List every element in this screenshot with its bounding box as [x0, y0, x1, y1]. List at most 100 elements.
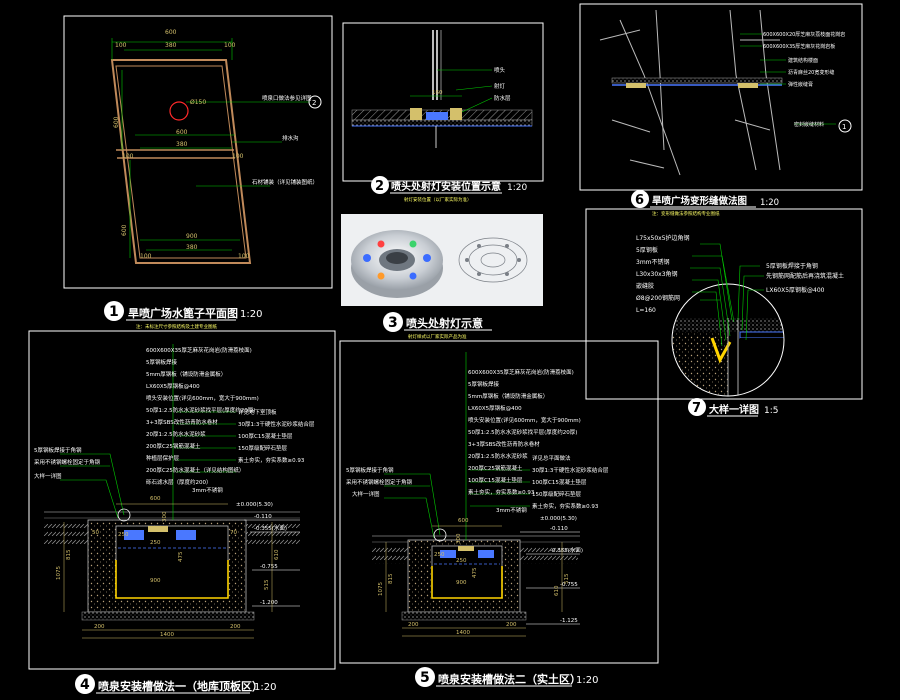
v5-dim: 1075 [378, 582, 384, 596]
v4-layer: 20厚1:2.5防水水泥砂浆 [146, 430, 206, 438]
v4-level: -0.110 [254, 514, 272, 520]
v4-level: -0.355(水面) [254, 524, 287, 532]
v5-level: -0.355(水面) [550, 546, 583, 554]
view-4-number: 4 [80, 677, 90, 693]
v4-right-layer: 150厚级配碎石垫层 [238, 444, 287, 452]
v1-callout: 排水沟 [282, 134, 299, 142]
v5-dim: 200 [506, 622, 517, 628]
v5-right-layer: 100厚C15混凝土垫层 [532, 478, 587, 486]
v4-dim: 1400 [160, 632, 174, 638]
v1-dim: 100 [140, 253, 152, 260]
v4-dim: 475 [178, 551, 184, 562]
view-6-number: 6 [635, 193, 644, 208]
v4-dim: 600 [150, 496, 161, 502]
v6-label: 600X600X35厚芝麻灰花岗岩板 [763, 43, 835, 50]
view-3-note: 射灯样式以厂家实际产品为准 [408, 333, 467, 340]
view-4-title: 喷泉安装槽做法一（地库顶板区） [98, 679, 263, 693]
view-2-title-block: 2 喷头处射灯安装位置示意 1:20 射灯安装位置（以厂家实际为准） [371, 176, 527, 203]
v4-dim: 610 [274, 549, 280, 560]
v4-left-note: 5厚钢板焊接于角钢 [34, 446, 82, 454]
view-6-title: 旱喷广场变形缝做法图 [652, 195, 747, 207]
v4-dim: 815 [66, 549, 72, 560]
v5-layer: 5厚钢板焊接 [468, 380, 499, 388]
v4-layer: 喷头安装位置(详见600mm，宽大于900mm) [146, 394, 259, 402]
v4-level: -1.200 [260, 600, 278, 606]
v4-right-layer: 30厚1:3干硬性水泥砂浆结合层 [238, 420, 315, 428]
v7-label: 先钢筋网配筋后再浇筑混凝土 [766, 272, 844, 280]
v1-dim: 600 [176, 129, 188, 136]
v5-dim: 200 [408, 622, 419, 628]
v5-right-layer: 素土夯实，夯实系数≥0.93 [532, 502, 599, 510]
v1-circle-label: Ø150 [190, 99, 206, 106]
v4-dim: 515 [264, 579, 270, 590]
v1-section-marker: 2 [308, 95, 322, 109]
v4-dim: 200 [94, 624, 105, 630]
v6-label: 沥青麻丝20宽变形缝 [788, 69, 834, 76]
v7-label: Ø8@200钢筋网 [636, 294, 680, 302]
v1-dim: 100 [122, 153, 134, 160]
v5-layer: 20厚1:2.5防水水泥砂浆 [468, 452, 528, 460]
view-4-title-block: 4 喷泉安装槽做法一（地库顶板区） 1:20 [75, 674, 276, 694]
v4-dim: 250 [150, 540, 161, 546]
v5-level: -0.110 [550, 526, 568, 532]
v6-section-marker: 1 [838, 119, 852, 133]
v7-label: 3mm不锈钢 [636, 258, 670, 266]
v4-level: -0.755 [260, 564, 278, 570]
view-5-frame [339, 340, 659, 664]
view-7-title-block: 7 大样一详图 1:5 [688, 398, 778, 417]
v4-level: ±0.000(5.30) [236, 502, 273, 508]
v1-dim: 100 [232, 153, 244, 160]
v4-left-note: 采用不锈钢螺栓固定于角钢 [34, 458, 101, 466]
v5-dim: 515 [564, 573, 570, 584]
v1-dim: 380 [165, 42, 177, 49]
view-6-frame [579, 3, 863, 191]
view-3-title: 喷头处射灯示意 [406, 316, 483, 330]
v4-dim: 1075 [56, 566, 62, 580]
view-1-plan: 600 380 100 100 600 380 100 100 900 380 … [63, 15, 333, 330]
view-2-section: 喷头 射灯 防水层 160 2 喷头处射灯安装位置示意 1:20 射灯安装位置（… [342, 22, 544, 203]
view-7-title: 大样一详图 [709, 403, 759, 416]
v2-dim: 160 [432, 90, 443, 96]
v4-layer: 种植层保护层 [146, 454, 180, 462]
v5-misc: 3mm不锈钢 [496, 506, 527, 514]
v7-label: L75x50x5护边角钢 [636, 234, 690, 242]
view-7-scale: 1:5 [764, 406, 778, 416]
v5-dim: 815 [388, 573, 394, 584]
v1-dim: 100 [224, 42, 236, 49]
v4-layer: 200厚C25钢筋混凝土 [146, 442, 201, 450]
v5-dim: 1400 [456, 630, 470, 636]
v7-label: L=160 [636, 307, 656, 314]
v7-label: LX60X5厚钢板@400 [766, 286, 825, 294]
view-3-title-block: 3 喷头处射灯示意 射灯样式以厂家实际产品为准 [383, 312, 492, 340]
v4-dim: 50 [92, 530, 99, 536]
view-6-scale: 1:20 [760, 198, 779, 208]
v5-level: -1.125 [560, 618, 578, 624]
v5-dim: 300 [456, 533, 462, 544]
v6-label: 建筑结构楼面 [788, 57, 818, 64]
v4-dim: 900 [150, 578, 161, 584]
view-2-number: 2 [375, 179, 384, 194]
v5-layer: 600X600X35厚芝麻灰花岗岩(防滑荔枝面) [468, 368, 574, 376]
view-5-section: 600X600X35厚芝麻灰花岗岩(防滑荔枝面) 5厚钢板焊接 5mm厚钢板（铺… [339, 340, 659, 687]
v5-layer: 50厚1:2.5防水水泥砂浆找平层(厚度约20厚) [468, 428, 577, 436]
v5-dim: 900 [456, 580, 467, 586]
view-6-section: 600X600X20厚芝麻灰荔枝面花岗岩 600X600X35厚芝麻灰花岗岩板 … [579, 3, 863, 217]
v4-layer: 5mm厚钢板（铺设防滑金属板） [146, 370, 226, 378]
v2-label: 喷头 [494, 66, 506, 74]
v5-layer: 3+3厚SBS改性沥青防水卷材 [468, 440, 540, 448]
v7-label: L30x30x3角钢 [636, 270, 678, 278]
v4-layer: 5厚钢板焊接 [146, 358, 177, 366]
v5-layer: LX60X5厚钢板@400 [468, 404, 522, 412]
view-1-scale: 1:20 [240, 309, 262, 320]
view-1-note: 注：未标注尺寸参照结构及土建专业图纸 [136, 323, 217, 330]
v1-callout: 石材铺装（详见铺装图纸） [252, 178, 318, 186]
v5-layer: 喷头安装位置(详见600mm，宽大于900mm) [468, 416, 581, 424]
v6-label: 弹性嵌缝膏 [788, 81, 813, 88]
v5-layer: 5mm厚钢板（铺设防滑金属板） [468, 392, 548, 400]
v1-dim: 380 [176, 141, 188, 148]
view-1-frame [63, 15, 333, 289]
v4-misc: 3mm不锈钢 [192, 486, 223, 494]
v4-right-layer: 100厚C15混凝土垫层 [238, 432, 293, 440]
view-6-note: 注：变形缝做法参照结构专业图纸 [652, 210, 720, 217]
